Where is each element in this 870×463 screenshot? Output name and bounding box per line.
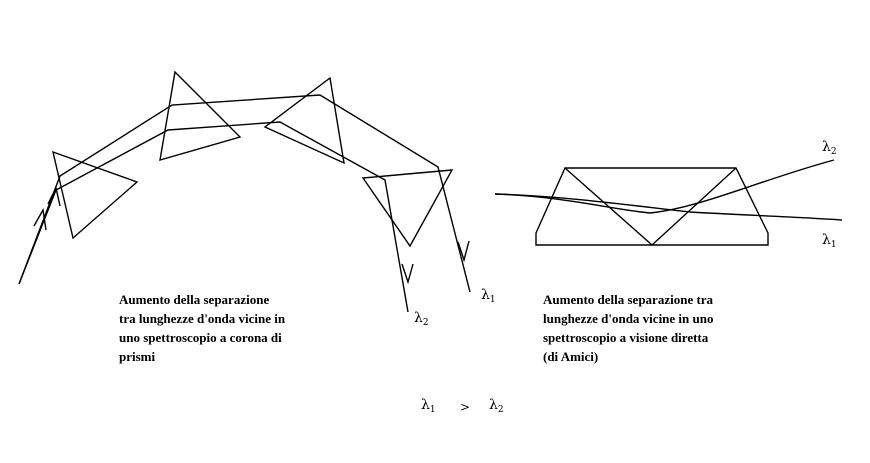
label-lambda1-crown: λ1: [481, 287, 496, 305]
amici-ray-lambda2: [494, 159, 835, 214]
prism-3: [263, 76, 345, 165]
label-lambda1-amici: λ1: [822, 232, 837, 250]
caption-prism-crown: Aumento della separazione tra lunghezze …: [119, 292, 286, 364]
relation-lambda1: λ1: [421, 397, 436, 415]
arrow-entry-lower: [33, 207, 47, 231]
relation-greater-than: >: [460, 400, 471, 414]
prism-4: [361, 169, 454, 248]
amici-outer-prism: [535, 167, 769, 246]
prism-1: [52, 150, 139, 240]
label-lambda2-crown: λ2: [414, 310, 429, 328]
relation-lambda2: λ2: [489, 397, 504, 415]
arrow-entry-upper: [47, 185, 61, 207]
caption-amici: Aumento della separazione tra lunghezze …: [543, 292, 714, 364]
label-lambda2-amici: λ2: [822, 139, 837, 157]
arrow-lambda2-left: [401, 263, 414, 285]
arrow-lambda1-left: [457, 240, 470, 263]
prism-crown-spectroscope: [18, 70, 471, 313]
incoming-ray-lower: [18, 121, 409, 313]
amici-inner-edge-right: [651, 167, 737, 246]
prism-2: [159, 70, 242, 161]
amici-prism: [494, 159, 843, 246]
amici-ray-lambda1: [494, 193, 843, 221]
